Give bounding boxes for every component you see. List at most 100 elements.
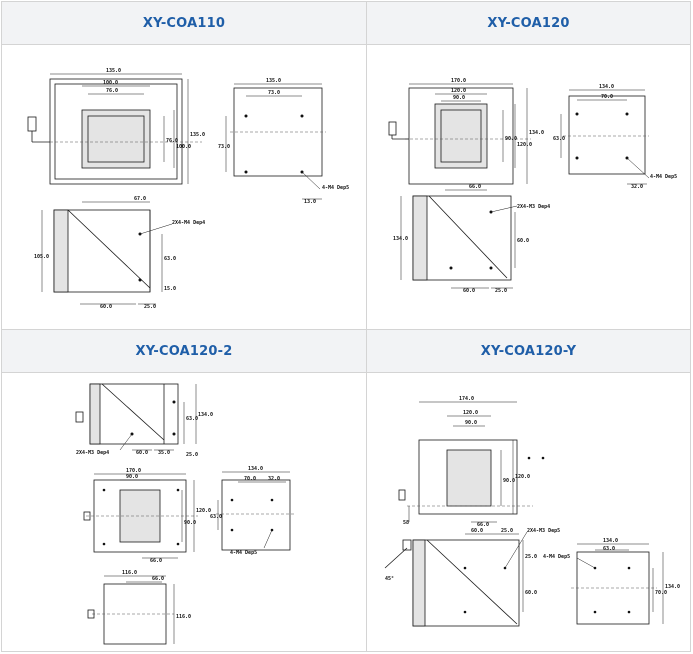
dim-text: 25.0 (501, 528, 513, 534)
dim-text: 116.0 (122, 570, 137, 576)
drawing-coa120-2: 63.0 134.0 25.0 60.0 35.0 2X4-M3 Dep4 (75, 383, 296, 645)
drawing-coa110: 135.0 100.0 76.0 76.0 100.0 135.0 67.0 (27, 68, 349, 310)
callout-text: 2X4-M3 Dep5 (527, 528, 560, 534)
dim-text: 134.0 (248, 466, 263, 472)
dim-text: 90.0 (453, 95, 465, 101)
panel-title: XY-COA110 (142, 15, 226, 31)
callout-text: 2X4-M3 Dep4 (517, 204, 550, 210)
dim-text: 116.0 (176, 614, 191, 620)
rear-view: 134.0 70.0 63.0 4-M4 Dep5 32.0 (553, 84, 677, 190)
dim-text: 134.0 (665, 584, 680, 590)
dim-text: 45° (385, 576, 394, 582)
dim-text: 120.0 (517, 142, 532, 148)
dim-text: 134.0 (599, 84, 614, 90)
dim-text: 76.0 (106, 88, 118, 94)
panel-title: XY-COA120 (487, 15, 570, 31)
dim-text: 25.0 (144, 304, 156, 310)
panel-coa120: XY-COA120 170.0 120.0 90.0 90.0 120.0 (367, 2, 690, 329)
dim-text: 35.0 (158, 450, 170, 456)
dim-text: 66.0 (152, 576, 164, 582)
panel-title: XY-COA120-2 (135, 343, 233, 359)
panel-title: XY-COA120-Y (480, 343, 577, 359)
callout-text: 4-M4 Dep5 (650, 174, 677, 180)
dim-text: 134.0 (603, 538, 618, 544)
dim-text: 60.0 (463, 288, 475, 294)
front-view: 170.0 90.0 90.0 120.0 66.0 (83, 468, 211, 564)
dim-text: 73.0 (218, 144, 230, 150)
callout-text: 2X4-M3 Dep4 (76, 450, 109, 456)
dim-text: 120.0 (463, 410, 478, 416)
dim-text: 70.0 (601, 94, 613, 100)
dim-text: 90.0 (126, 474, 138, 480)
panel-header: XY-COA110 (2, 2, 366, 45)
dim-text: 60.0 (100, 304, 112, 310)
bottom-view: 116.0 66.0 116.0 (87, 570, 191, 645)
side-view: 105.0 60.0 25.0 63.0 15.0 2X4-M4 Dep4 (34, 209, 205, 310)
dim-text: 90.0 (184, 520, 196, 526)
dim-text: 174.0 (459, 396, 474, 402)
dim-text: 170.0 (451, 78, 466, 84)
dim-text: 134.0 (529, 130, 544, 136)
dim-text: 170.0 (126, 468, 141, 474)
dim-text: 15.0 (164, 286, 176, 292)
drawing-coa120-y: 174.0 120.0 90.0 90.0 120.0 66.0 58 (384, 396, 680, 627)
panel-header: XY-COA120-Y (367, 330, 690, 373)
dim-text: 135.0 (106, 68, 121, 74)
dim-text: 25.0 (186, 452, 198, 458)
dim-text: 63.0 (164, 256, 176, 262)
dim-text: 25.0 (525, 554, 537, 560)
dim-text: 67.0 (134, 196, 146, 202)
panel-coa120-2: XY-COA120-2 63.0 134.0 25.0 60.0 35.0 (2, 330, 366, 651)
panel-header: XY-COA120-2 (2, 330, 366, 373)
dim-text: 120.0 (196, 508, 211, 514)
dim-text: 63.0 (210, 514, 222, 520)
panel-coa110: XY-COA110 135.0 100.0 76.0 76.0 100 (2, 2, 366, 329)
dim-text: 134.0 (198, 412, 213, 418)
callout-text: 2X4-M4 Dep4 (172, 220, 205, 226)
dim-text: 60.0 (471, 528, 483, 534)
dim-text: 63.0 (603, 546, 615, 552)
dim-text: 60.0 (136, 450, 148, 456)
dim-text: 134.0 (393, 236, 408, 242)
dim-text: 105.0 (34, 254, 49, 260)
dim-text: 25.0 (495, 288, 507, 294)
dim-text: 135.0 (190, 132, 205, 138)
drawing-coa120: 170.0 120.0 90.0 90.0 120.0 134.0 66.0 (388, 78, 677, 294)
dim-text: 90.0 (465, 420, 477, 426)
dim-text: 70.0 (244, 476, 256, 482)
front-view: 135.0 100.0 76.0 76.0 100.0 135.0 67.0 (27, 68, 205, 203)
dim-text: 76.0 (166, 138, 178, 144)
dim-text: 32.0 (631, 184, 643, 190)
dim-text: 66.0 (150, 558, 162, 564)
dim-text: 60.0 (517, 238, 529, 244)
rear-view: 134.0 70.0 32.0 63.0 4-M4 Dep5 (210, 466, 296, 556)
side-view: 45° 60.0 25.0 60.0 25.0 2X4-M3 Dep5 (384, 528, 560, 627)
dim-text: 70.0 (655, 590, 667, 596)
grid-divider-horizontal (2, 329, 690, 330)
dim-text: 63.0 (553, 136, 565, 142)
dim-text: 66.0 (469, 184, 481, 190)
dim-text: 135.0 (266, 78, 281, 84)
front-view: 170.0 120.0 90.0 90.0 120.0 134.0 66.0 (388, 78, 544, 191)
callout-text: 4-M4 Dep5 (230, 550, 257, 556)
dim-text: 58 (403, 520, 409, 526)
side-view: 134.0 60.0 25.0 60.0 2X4-M3 Dep4 (393, 195, 550, 294)
side-view: 63.0 134.0 25.0 60.0 35.0 2X4-M3 Dep4 (75, 383, 213, 458)
panel-coa120-y: XY-COA120-Y 174.0 120.0 90.0 90.0 120.0 (367, 330, 690, 651)
rear-view: 135.0 73.0 73.0 4-M4 Dep5 13.0 (218, 78, 349, 205)
callout-text: 4-M4 Dep5 (322, 185, 349, 191)
dim-text: 90.0 (505, 136, 517, 142)
dim-text: 60.0 (525, 590, 537, 596)
dim-text: 13.0 (304, 199, 316, 205)
dim-text: 63.0 (186, 416, 198, 422)
front-view: 174.0 120.0 90.0 90.0 120.0 66.0 58 (398, 396, 545, 528)
panel-header: XY-COA120 (367, 2, 690, 45)
dim-text: 90.0 (503, 478, 515, 484)
callout-text: 4-M4 Dep5 (543, 554, 570, 560)
dim-text: 120.0 (515, 474, 530, 480)
dim-text: 66.0 (477, 522, 489, 528)
dim-text: 100.0 (103, 80, 118, 86)
grid-divider-vertical (366, 2, 367, 651)
rear-view: 134.0 63.0 70.0 134.0 4-M4 Dep5 (543, 538, 680, 625)
